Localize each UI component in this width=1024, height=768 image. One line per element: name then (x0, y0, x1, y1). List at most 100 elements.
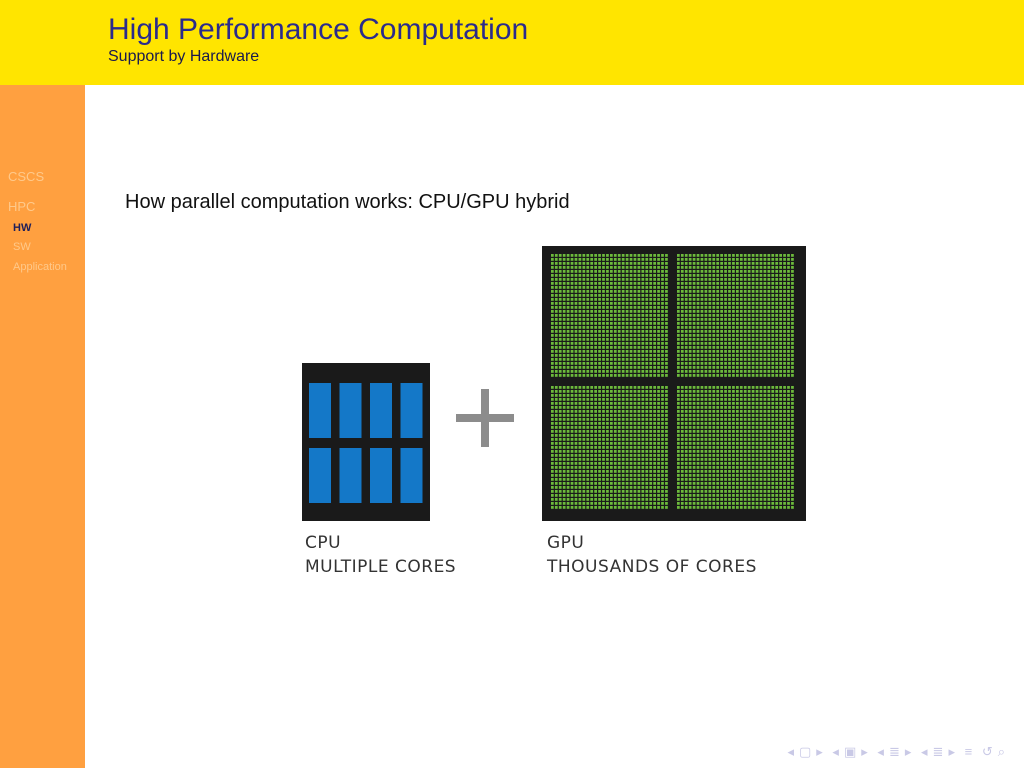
gpu-core (610, 350, 613, 353)
gpu-core (610, 506, 613, 509)
gpu-core (759, 446, 763, 449)
gpu-core (724, 362, 727, 365)
gpu-core (736, 390, 739, 393)
arrow-left-icon[interactable]: ◂ (921, 744, 929, 759)
gpu-core (743, 406, 747, 409)
gpu-core (696, 426, 700, 429)
gpu-core (736, 410, 739, 413)
gpu-core (791, 262, 794, 265)
gpu-core (692, 410, 696, 413)
gpu-core (649, 294, 653, 297)
gpu-core (787, 258, 790, 261)
gpu-core (562, 438, 566, 441)
gpu-core (712, 266, 716, 269)
gpu-core (562, 482, 566, 485)
gpu-core (684, 506, 688, 509)
gpu-core (625, 398, 629, 401)
cpu-core (370, 383, 392, 438)
gpu-core (696, 254, 700, 257)
gpu-core (657, 326, 660, 329)
search-icon[interactable]: ⌕ (997, 744, 1006, 759)
sidebar-item-hpc[interactable]: HPC (8, 199, 36, 214)
gpu-core (743, 318, 747, 321)
gpu-core (688, 350, 692, 353)
subsection-icon[interactable]: ▣ (843, 744, 858, 759)
beamer-navigation[interactable]: ◂▢▸ ◂▣▸ ◂≣▸ ◂≣▸ ≡ ↺⌕ (785, 744, 1008, 760)
gpu-core (684, 314, 688, 317)
back-icon[interactable]: ↺ (981, 744, 994, 759)
gpu-core (677, 262, 680, 265)
body-text: How parallel computation works: CPU/GPU … (125, 191, 570, 213)
gpu-core (645, 438, 649, 441)
gpu-core (779, 454, 782, 457)
arrow-right-icon[interactable]: ▸ (904, 744, 913, 759)
gpu-core (574, 430, 578, 433)
frame-icon[interactable]: ▢ (798, 744, 813, 759)
gpu-core (566, 466, 570, 469)
gpu-core (771, 314, 775, 317)
sidebar-item-application[interactable]: Application (13, 261, 67, 273)
gpu-core (755, 266, 759, 269)
arrow-left-icon[interactable]: ◂ (787, 744, 795, 759)
gpu-core (598, 386, 601, 389)
sidebar-item-sw[interactable]: SW (13, 241, 31, 253)
gpu-core (767, 274, 771, 277)
gpu-core (625, 386, 629, 389)
gpu-core (606, 482, 609, 485)
gpu-core (602, 402, 605, 405)
gpu-core (558, 330, 562, 333)
gpu-core (688, 262, 692, 265)
gpu-core (570, 354, 574, 357)
gpu-core (720, 450, 723, 453)
gpu-core (661, 434, 664, 437)
gpu-core (566, 262, 570, 265)
gpu-core (700, 346, 704, 349)
gpu-core (637, 458, 641, 461)
gpu-core (743, 430, 747, 433)
gpu-core (586, 386, 590, 389)
gpu-core (653, 370, 656, 373)
gpu-core (787, 462, 790, 465)
gpu-core (590, 302, 594, 305)
gpu-core (771, 334, 775, 337)
gpu-core (724, 326, 727, 329)
gpu-core (751, 258, 755, 261)
gpu-core (586, 262, 590, 265)
gpu-core (771, 310, 775, 313)
gpu-core (791, 498, 794, 501)
arrow-left-icon[interactable]: ◂ (877, 744, 885, 759)
align-icon[interactable]: ≡ (964, 744, 974, 759)
gpu-core (775, 362, 779, 365)
gpu-core (704, 278, 708, 281)
arrow-left-icon[interactable]: ◂ (832, 744, 840, 759)
gpu-core (728, 506, 731, 509)
gpu-core (558, 346, 562, 349)
gpu-core (692, 482, 696, 485)
gpu-core (783, 366, 786, 369)
gpu-core (661, 258, 664, 261)
gpu-core (594, 390, 597, 393)
gpu-core (783, 318, 786, 321)
sidebar-item-hw[interactable]: HW (13, 222, 32, 234)
sidebar-item-cscs[interactable]: CSCS (8, 169, 45, 184)
arrow-right-icon[interactable]: ▸ (816, 744, 824, 759)
gpu-core (590, 426, 594, 429)
gpu-core (617, 330, 621, 333)
gpu-core (590, 370, 594, 373)
gpu-core (688, 402, 692, 405)
arrow-right-icon[interactable]: ▸ (861, 744, 869, 759)
gpu-core (759, 262, 763, 265)
gpu-core (775, 278, 779, 281)
gpu-core (747, 374, 751, 377)
gpu-core (716, 306, 720, 309)
gpu-core (653, 290, 656, 293)
gpu-core (728, 342, 731, 345)
gpu-core (562, 394, 566, 397)
arrow-right-icon[interactable]: ▸ (948, 744, 956, 759)
section-icon[interactable]: ≣ (932, 744, 945, 759)
gpu-core (653, 494, 656, 497)
gpu-core (724, 290, 727, 293)
gpu-core (633, 434, 637, 437)
gpu-core (696, 410, 700, 413)
section-icon[interactable]: ≣ (888, 744, 901, 759)
